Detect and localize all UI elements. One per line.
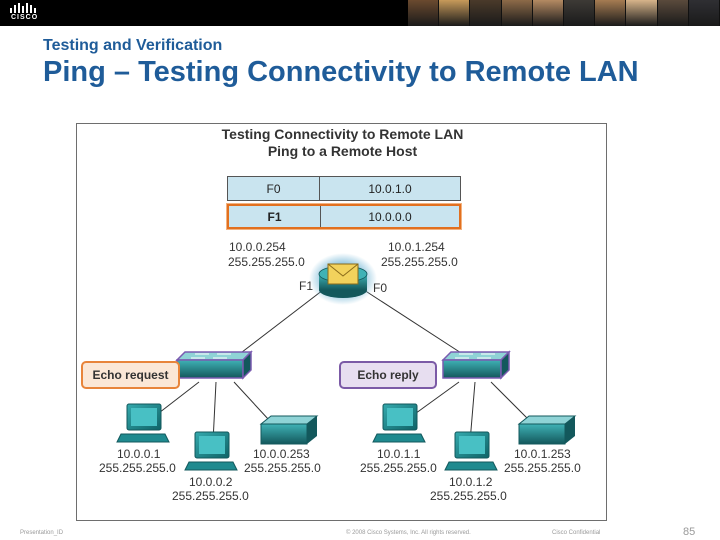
link-switch-right-pc1 — [411, 381, 460, 417]
routing-interface-cell: F1 — [229, 206, 321, 227]
header-photo — [626, 0, 658, 26]
header-photo-strip — [408, 0, 720, 26]
echo-reply-callout: Echo reply — [339, 361, 437, 389]
routing-table-row-highlighted: F1 10.0.0.0 — [227, 204, 461, 229]
header-photo — [657, 0, 689, 26]
links — [154, 289, 530, 443]
envelope-icon — [327, 263, 359, 285]
footer-copyright: © 2008 Cisco Systems, Inc. All rights re… — [346, 530, 471, 536]
header-photo — [564, 0, 596, 26]
right-printer-ip: 10.0.1.253 — [514, 447, 571, 461]
routing-network-cell: 10.0.0.0 — [368, 209, 412, 224]
routing-table-row: F0 10.0.1.0 — [227, 176, 461, 201]
left-printer-mask: 255.255.255.0 — [244, 461, 321, 475]
right-pc1-mask: 255.255.255.0 — [360, 461, 437, 475]
footer-confidential: Cisco Confidential — [552, 530, 601, 536]
right-printer-mask: 255.255.255.0 — [504, 461, 581, 475]
printer-left-icon — [259, 415, 319, 445]
printer-right-icon — [517, 415, 577, 445]
router-port-f0: F0 — [373, 281, 388, 295]
left-pc2-mask: 255.255.255.0 — [172, 489, 249, 503]
header-photo — [688, 0, 720, 26]
switch-right-icon — [441, 350, 511, 380]
header-photo — [532, 0, 565, 26]
routing-interface-cell: F0 — [228, 177, 320, 200]
cisco-logo-text: CISCO — [11, 14, 39, 21]
left-pc1-ip: 10.0.0.1 — [117, 447, 161, 461]
header-photo — [595, 0, 627, 26]
slide-title: Ping – Testing Connectivity to Remote LA… — [43, 56, 639, 88]
page-number: 85 — [683, 526, 696, 538]
echo-request-callout: Echo request — [81, 361, 180, 389]
diagram-subtitle: Ping to a Remote Host — [267, 143, 418, 159]
routing-network-cell: 10.0.1.0 — [368, 181, 412, 196]
switch-left-icon — [175, 350, 253, 380]
link-switch-left-printer — [233, 381, 270, 421]
pc-left-1-icon — [116, 403, 170, 443]
top-bar: CISCO — [0, 0, 720, 26]
router-left-mask: 255.255.255.0 — [228, 255, 305, 269]
slide-subtitle: Testing and Verification — [43, 37, 223, 54]
left-printer-ip: 10.0.0.253 — [253, 447, 310, 461]
link-switch-right-printer — [490, 381, 530, 421]
pc-right-2-icon — [444, 431, 498, 471]
diagram-title: Testing Connectivity to Remote LAN — [221, 126, 464, 142]
link-switch-left-pc1 — [154, 381, 200, 417]
link-router-switch-left — [228, 289, 324, 363]
header-photo — [470, 0, 502, 26]
router-right-mask: 255.255.255.0 — [381, 255, 458, 269]
cisco-bars-icon — [10, 3, 36, 13]
right-pc2-ip: 10.0.1.2 — [449, 475, 493, 489]
header-photo — [408, 0, 440, 26]
routing-table: F0 10.0.1.0 F1 10.0.0.0 — [227, 176, 461, 229]
header-photo — [501, 0, 533, 26]
left-pc1-mask: 255.255.255.0 — [99, 461, 176, 475]
network-diagram: Testing Connectivity to Remote LAN Ping … — [76, 123, 607, 521]
link-router-switch-right — [363, 289, 476, 363]
router-icon — [309, 253, 377, 305]
left-pc2-ip: 10.0.0.2 — [189, 475, 233, 489]
pc-left-2-icon — [184, 431, 238, 471]
router-right-ip: 10.0.1.254 — [388, 240, 445, 254]
router-left-ip: 10.0.0.254 — [229, 240, 286, 254]
right-pc2-mask: 255.255.255.0 — [430, 489, 507, 503]
diagram-graphics — [116, 253, 577, 471]
router-port-f1: F1 — [299, 279, 314, 293]
pc-right-1-icon — [372, 403, 426, 443]
footer-presentation-id: Presentation_ID — [20, 530, 64, 536]
cisco-logo: CISCO — [8, 3, 44, 23]
right-pc1-ip: 10.0.1.1 — [377, 447, 421, 461]
header-photo — [439, 0, 471, 26]
